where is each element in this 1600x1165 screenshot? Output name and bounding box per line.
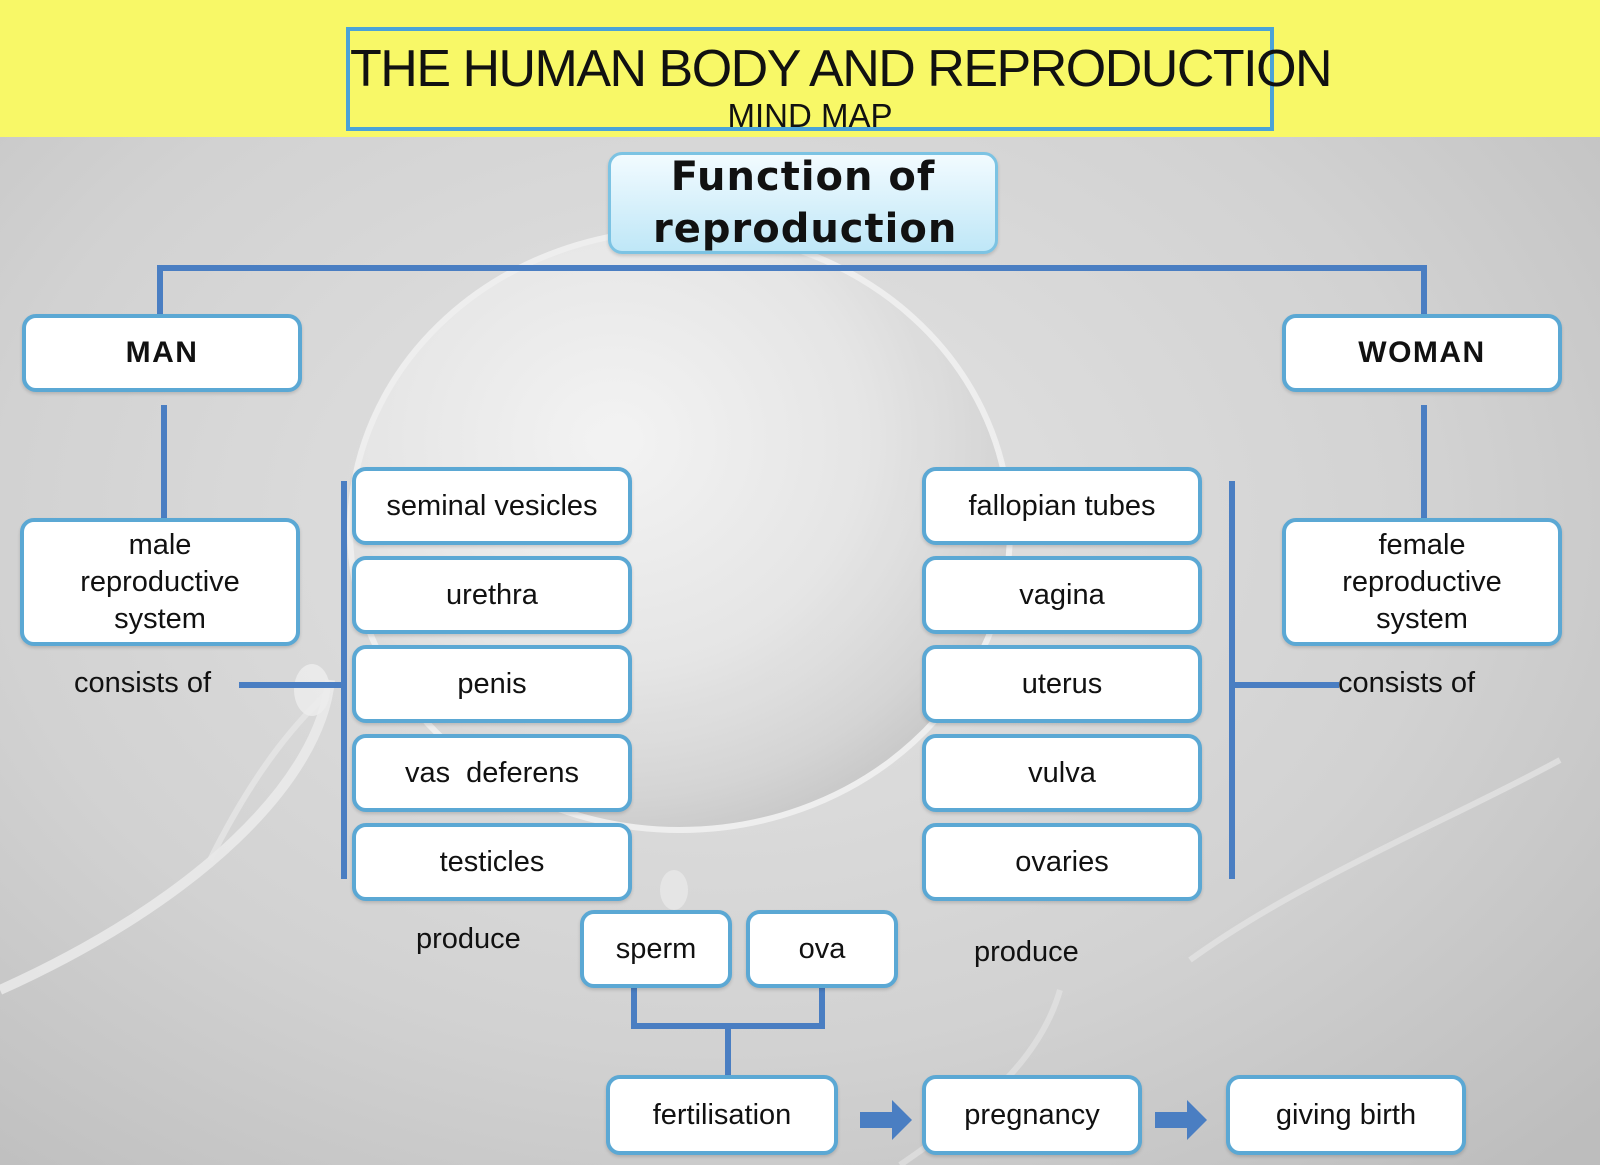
female-organ-node: uterus	[922, 645, 1202, 723]
male-organ-label: penis	[457, 667, 527, 700]
male-system-node: male reproductive system	[20, 518, 300, 646]
female-organ-label: vagina	[1019, 578, 1105, 611]
female-organ-label: fallopian tubes	[968, 489, 1156, 522]
female-organ-node: vulva	[922, 734, 1202, 812]
connector-gametes	[631, 985, 825, 1029]
female-organ-label: vulva	[1028, 756, 1096, 789]
woman-node-label: WOMAN	[1358, 336, 1486, 369]
male-organ-node: urethra	[352, 556, 632, 634]
arrow-right-icon	[1155, 1100, 1207, 1140]
root-node: Function of reproduction	[608, 152, 998, 254]
man-node: MAN	[22, 314, 302, 392]
male-produce-label: produce	[416, 923, 521, 955]
male-organ-label: urethra	[446, 578, 538, 611]
female-organ-node: fallopian tubes	[922, 467, 1202, 545]
pregnancy-node: pregnancy	[922, 1075, 1142, 1155]
male-organ-node: seminal vesicles	[352, 467, 632, 545]
male-system-label: male reproductive system	[80, 528, 240, 635]
giving-birth-label: giving birth	[1275, 1098, 1417, 1131]
fertilisation-label: fertilisation	[652, 1098, 792, 1131]
female-organ-label: uterus	[1021, 667, 1103, 700]
male-organ-node: penis	[352, 645, 632, 723]
male-organ-label: vas deferens	[404, 756, 580, 789]
connector-root-branch	[157, 265, 1427, 318]
male-consists-label: consists of	[74, 667, 211, 699]
male-organ-label: testicles	[439, 845, 545, 878]
giving-birth-node: giving birth	[1226, 1075, 1466, 1155]
arrow-right-icon	[860, 1100, 912, 1140]
male-organ-label: seminal vesicles	[386, 489, 598, 522]
page-subtitle: MIND MAP	[727, 97, 893, 134]
female-organ-label: ovaries	[1015, 845, 1109, 878]
female-organ-node: ovaries	[922, 823, 1202, 901]
female-consists-label: consists of	[1338, 667, 1475, 699]
sperm-label: sperm	[615, 932, 697, 965]
page-title: THE HUMAN BODY AND REPRODUCTION	[350, 40, 1333, 98]
woman-node: WOMAN	[1282, 314, 1562, 392]
title-box: THE HUMAN BODY AND REPRODUCTION MIND MAP	[346, 27, 1333, 134]
root-node-label: Function of reproduction	[653, 154, 958, 252]
ova-label: ova	[798, 932, 846, 965]
sperm-node: sperm	[580, 910, 732, 988]
female-system-label: female reproductive system	[1342, 528, 1502, 635]
female-system-node: female reproductive system	[1282, 518, 1562, 646]
female-produce-label: produce	[974, 936, 1079, 968]
male-organ-node: vas deferens	[352, 734, 632, 812]
fertilisation-node: fertilisation	[606, 1075, 838, 1155]
male-organ-node: testicles	[352, 823, 632, 901]
female-organ-node: vagina	[922, 556, 1202, 634]
ova-node: ova	[746, 910, 898, 988]
man-node-label: MAN	[125, 336, 199, 369]
pregnancy-label: pregnancy	[964, 1098, 1100, 1131]
